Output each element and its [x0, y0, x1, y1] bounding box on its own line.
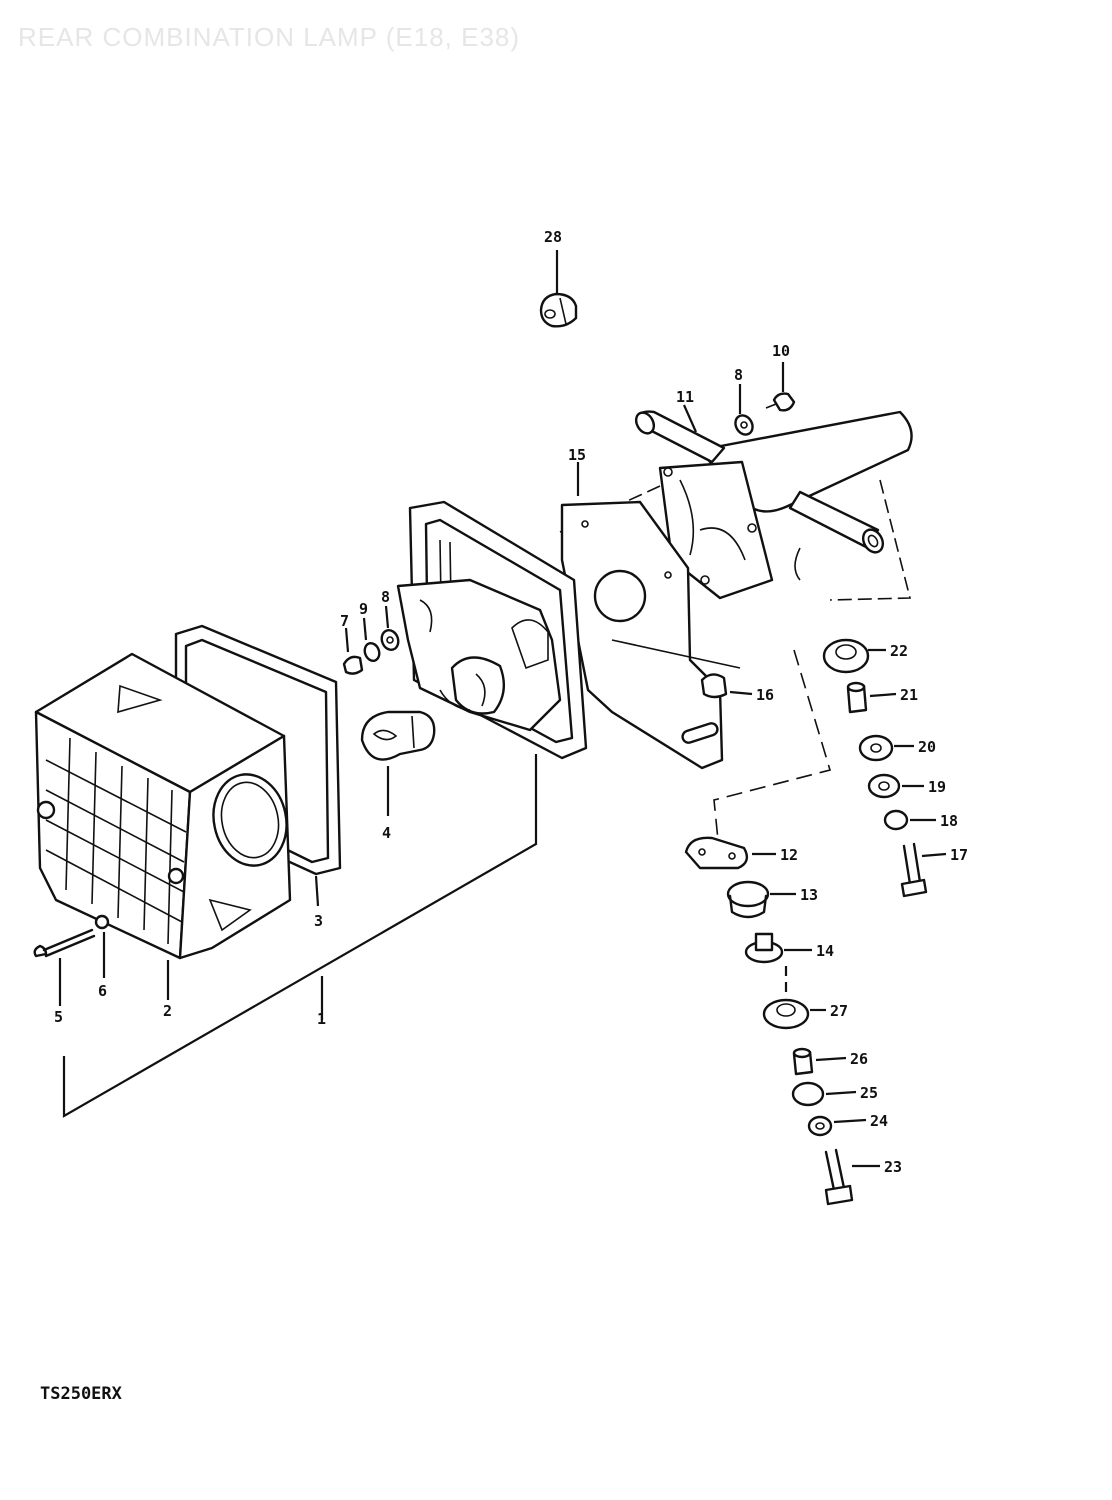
- part-14-collar: [744, 932, 812, 964]
- assembly-path-center: [713, 649, 832, 841]
- part-18-nut: [883, 809, 936, 831]
- part-9-washer: [362, 617, 381, 662]
- label-part-14: 14: [816, 942, 834, 960]
- label-part-3: 3: [314, 912, 323, 930]
- label-part-1: 1: [317, 1010, 326, 1028]
- part-23-bolt: [824, 1148, 880, 1206]
- part-5-screw: [33, 928, 96, 1006]
- part-1-assembly-bracket: [62, 754, 538, 1118]
- part-27-grommet: [762, 998, 826, 1030]
- part-26-collar: [792, 1047, 847, 1076]
- part-labels: 28 10 8 11 15 8 9 7 22 21 16 20 19 18 12…: [54, 228, 968, 1176]
- label-part-8-lower: 8: [381, 588, 390, 606]
- part-17-bolt: [900, 842, 947, 898]
- part-2-lens-housing: [34, 652, 292, 960]
- model-code: TS250ERX: [40, 1384, 122, 1404]
- label-part-26: 26: [850, 1050, 868, 1068]
- label-part-25: 25: [860, 1084, 878, 1102]
- label-part-17: 17: [950, 846, 968, 864]
- label-part-12: 12: [780, 846, 798, 864]
- part-11-bracket: [559, 404, 913, 601]
- label-part-6: 6: [98, 982, 107, 1000]
- label-part-19: 19: [928, 778, 946, 796]
- part-19-washer: [867, 773, 924, 799]
- label-part-21: 21: [900, 686, 918, 704]
- part-8-washer-upper: [734, 384, 754, 436]
- label-part-15: 15: [568, 446, 586, 464]
- part-8-washer-lower: [380, 605, 400, 651]
- label-part-28: 28: [544, 228, 562, 246]
- part-16-screw: [700, 673, 753, 699]
- part-4-bulb: [360, 710, 436, 816]
- label-part-20: 20: [918, 738, 936, 756]
- label-part-16: 16: [756, 686, 774, 704]
- part-24-washer: [807, 1115, 867, 1137]
- label-part-7: 7: [340, 612, 349, 630]
- part-21-collar: [846, 681, 897, 714]
- label-part-23: 23: [884, 1158, 902, 1176]
- label-part-22: 22: [890, 642, 908, 660]
- part-13-bushing: [726, 880, 796, 919]
- part-25-washer: [791, 1081, 857, 1107]
- label-part-27: 27: [830, 1002, 848, 1020]
- label-part-10: 10: [772, 342, 790, 360]
- label-part-8-upper: 8: [734, 366, 743, 384]
- part-6-washer: [94, 914, 110, 978]
- label-part-18: 18: [940, 812, 958, 830]
- part-28-cap-nut: [539, 250, 578, 328]
- label-part-2: 2: [163, 1002, 172, 1020]
- label-part-9: 9: [359, 600, 368, 618]
- label-part-24: 24: [870, 1112, 888, 1130]
- reflector-socket: [396, 578, 562, 732]
- part-20-washer: [858, 734, 914, 762]
- part-10-screw: [765, 362, 796, 412]
- label-part-4: 4: [382, 824, 391, 842]
- part-22-grommet: [822, 638, 886, 674]
- label-part-11: 11: [676, 388, 694, 406]
- label-part-13: 13: [800, 886, 818, 904]
- label-part-5: 5: [54, 1008, 63, 1026]
- part-7-nut: [342, 627, 364, 675]
- part-12-clamp: [684, 836, 776, 870]
- diagram-title: REAR COMBINATION LAMP (E18, E38): [18, 22, 521, 52]
